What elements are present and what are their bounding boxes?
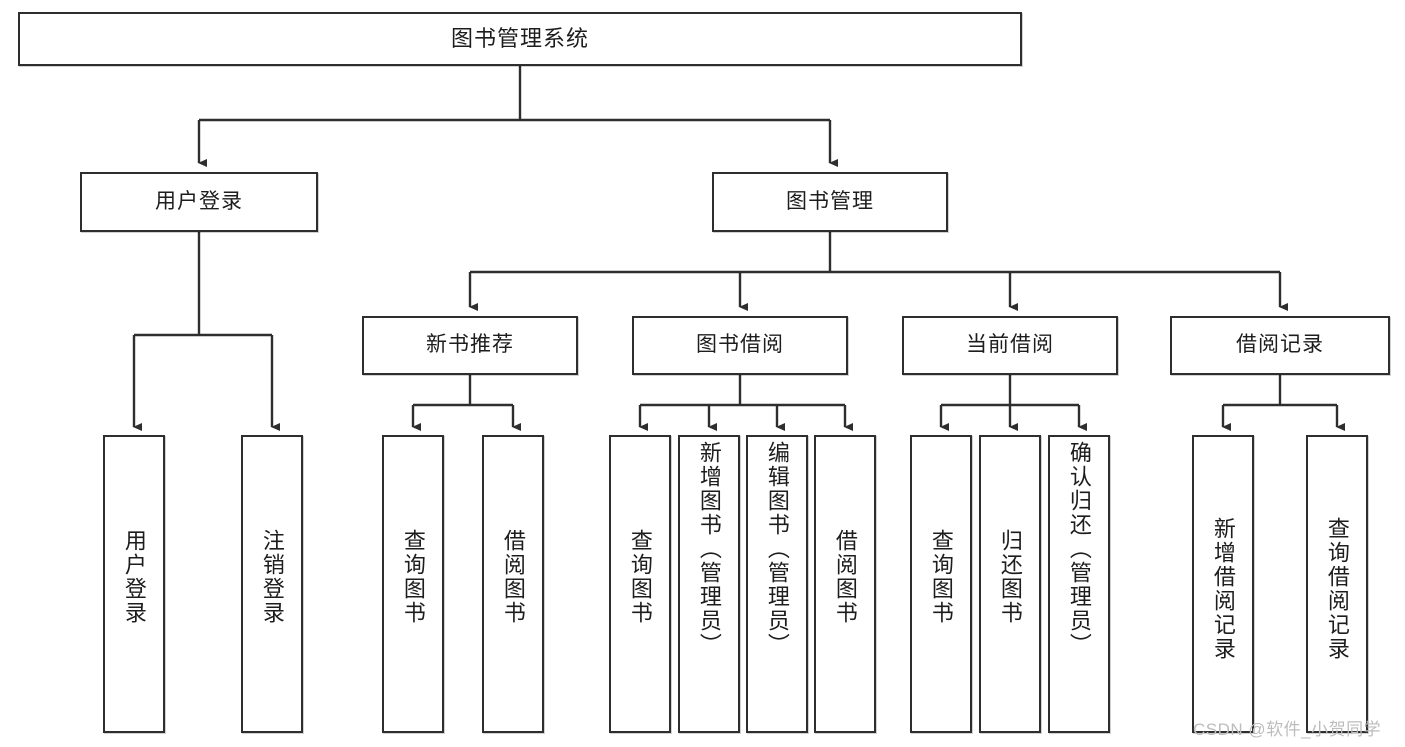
node-label: 查询图书 [400, 529, 426, 625]
leaf-user-login-signin[interactable]: 用户登录 [103, 435, 165, 733]
node-label: 借阅图书 [500, 529, 526, 625]
node-label: 当前借阅 [966, 333, 1054, 357]
leaf-book-borrow-query-books[interactable]: 查询图书 [609, 435, 671, 733]
leaf-book-borrow-add-book-admin[interactable]: 新增图书（管理员） [678, 435, 740, 733]
edge-borrow-to-leaves [638, 375, 853, 431]
node-label: 借阅图书 [832, 529, 858, 625]
leaf-borrow-record-add-record[interactable]: 新增借阅记录 [1192, 435, 1254, 733]
leaf-user-login-signout[interactable]: 注销登录 [241, 435, 303, 733]
edge-bookmgmt-to-level3 [468, 232, 1288, 311]
node-current-borrow[interactable]: 当前借阅 [902, 316, 1118, 375]
leaf-current-borrow-query-books[interactable]: 查询图书 [910, 435, 972, 733]
node-label: 新书推荐 [426, 333, 514, 357]
node-label: 图书管理系统 [450, 26, 589, 52]
edge-newbook-to-leaves [411, 375, 521, 431]
node-label: 新增借阅记录 [1210, 517, 1236, 661]
node-label: 查询借阅记录 [1324, 517, 1350, 661]
node-label: 新增图书（管理员） [696, 441, 722, 657]
node-borrow-record[interactable]: 借阅记录 [1170, 316, 1390, 375]
node-label: 查询图书 [928, 529, 954, 625]
leaf-book-borrow-edit-book-admin[interactable]: 编辑图书（管理员） [746, 435, 808, 733]
leaf-new-book-query-books[interactable]: 查询图书 [382, 435, 444, 733]
node-root-book-management-system[interactable]: 图书管理系统 [18, 12, 1022, 66]
node-label: 查询图书 [627, 529, 653, 625]
node-user-login[interactable]: 用户登录 [80, 172, 318, 232]
node-book-borrow[interactable]: 图书借阅 [632, 316, 848, 375]
node-label: 用户登录 [155, 189, 243, 213]
node-label: 确认归还（管理员） [1066, 441, 1092, 657]
node-book-management[interactable]: 图书管理 [712, 172, 948, 232]
leaf-new-book-borrow-books[interactable]: 借阅图书 [482, 435, 544, 733]
csdn-watermark: CSDN @软件_小贺同学 [1193, 720, 1382, 739]
node-label: 编辑图书（管理员） [764, 441, 790, 657]
leaf-current-borrow-return-books[interactable]: 归还图书 [979, 435, 1041, 733]
leaf-book-borrow-borrow-books[interactable]: 借阅图书 [814, 435, 876, 733]
leaf-borrow-record-query-record[interactable]: 查询借阅记录 [1306, 435, 1368, 733]
node-label: 图书借阅 [696, 333, 784, 357]
node-label: 注销登录 [259, 529, 285, 625]
edge-record-to-leaves [1221, 375, 1345, 431]
node-label: 图书管理 [786, 189, 874, 213]
leaf-current-borrow-confirm-return-admin[interactable]: 确认归还（管理员） [1048, 435, 1110, 733]
edge-current-to-leaves [939, 375, 1087, 431]
node-label: 归还图书 [997, 529, 1023, 625]
edge-root-to-level2 [197, 66, 838, 167]
node-new-book-recommend[interactable]: 新书推荐 [362, 316, 578, 375]
edge-userlogin-to-leaves [132, 232, 280, 431]
node-label: 借阅记录 [1236, 333, 1324, 357]
node-label: 用户登录 [121, 529, 147, 625]
